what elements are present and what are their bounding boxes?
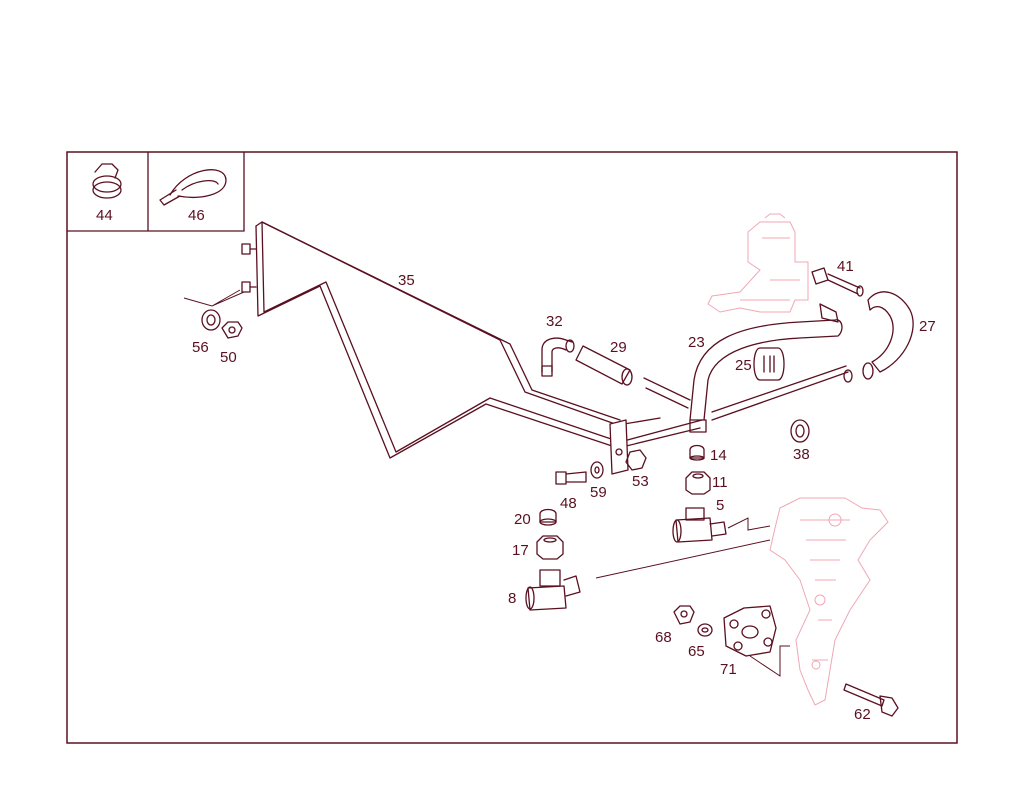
return-tube-end: [843, 369, 853, 383]
part-25-damper: [753, 347, 785, 381]
part-17-nut: [536, 535, 564, 560]
callout-59: 59: [590, 484, 607, 501]
callout-14: 14: [710, 447, 727, 464]
callout-65: 65: [688, 643, 705, 660]
leader-8: [595, 539, 771, 579]
part-8-tee: [525, 569, 581, 611]
part-20-ring: [539, 508, 557, 526]
leader-56-50: [183, 289, 245, 307]
part-56-washer: [201, 309, 221, 331]
callout-5: 5: [716, 497, 724, 514]
part-50-nut: [221, 321, 243, 339]
part-38-grommet: [790, 419, 810, 443]
part-62-bolt: [843, 683, 899, 717]
callout-38: 38: [793, 446, 810, 463]
bracket-hole: [615, 448, 623, 456]
part-35-pipe-assembly: [241, 221, 703, 459]
part-32-elbow: [541, 337, 575, 377]
callout-41: 41: [837, 258, 854, 275]
ghost-pump: [707, 213, 809, 313]
callout-27: 27: [919, 318, 936, 335]
part-41-line: [811, 267, 864, 297]
callout-53: 53: [632, 473, 649, 490]
leader-5: [727, 517, 771, 531]
part-65-washer: [697, 623, 713, 637]
part-23-hose: [689, 303, 843, 433]
callout-8: 8: [508, 590, 516, 607]
callout-35: 35: [398, 272, 415, 289]
part-11-nut: [685, 471, 711, 495]
part-46-cable-tie: [159, 169, 227, 206]
inset-box-frame: [67, 152, 245, 232]
callout-25: 25: [735, 357, 752, 374]
pipe-stub: [643, 377, 691, 409]
ghost-steering-box: [769, 497, 889, 706]
part-44-hose-clamp: [92, 163, 122, 199]
part-53-bracket: [609, 419, 629, 475]
callout-56: 56: [192, 339, 209, 356]
leader-71: [749, 645, 790, 677]
callout-23: 23: [688, 334, 705, 351]
part-68-nut: [673, 605, 695, 625]
callout-48: 48: [560, 495, 577, 512]
diagram-frame: [66, 151, 958, 744]
part-53-nut: [625, 449, 647, 471]
callout-50: 50: [220, 349, 237, 366]
part-29-hose: [575, 345, 633, 386]
callout-32: 32: [546, 313, 563, 330]
part-71-plate: [723, 605, 777, 657]
part-5-tee: [672, 507, 727, 543]
part-59-washer: [590, 461, 604, 479]
callout-62: 62: [854, 706, 871, 723]
part-27-hose: [862, 291, 914, 380]
part-14-ring: [689, 444, 705, 461]
callout-17: 17: [512, 542, 529, 559]
callout-20: 20: [514, 511, 531, 528]
callout-11: 11: [712, 474, 728, 491]
callout-44: 44: [96, 207, 113, 224]
return-tube: [711, 365, 849, 421]
callout-68: 68: [655, 629, 672, 646]
callout-29: 29: [610, 339, 627, 356]
part-48-bolt: [555, 471, 587, 485]
callout-71: 71: [720, 661, 737, 678]
callout-46: 46: [188, 207, 205, 224]
